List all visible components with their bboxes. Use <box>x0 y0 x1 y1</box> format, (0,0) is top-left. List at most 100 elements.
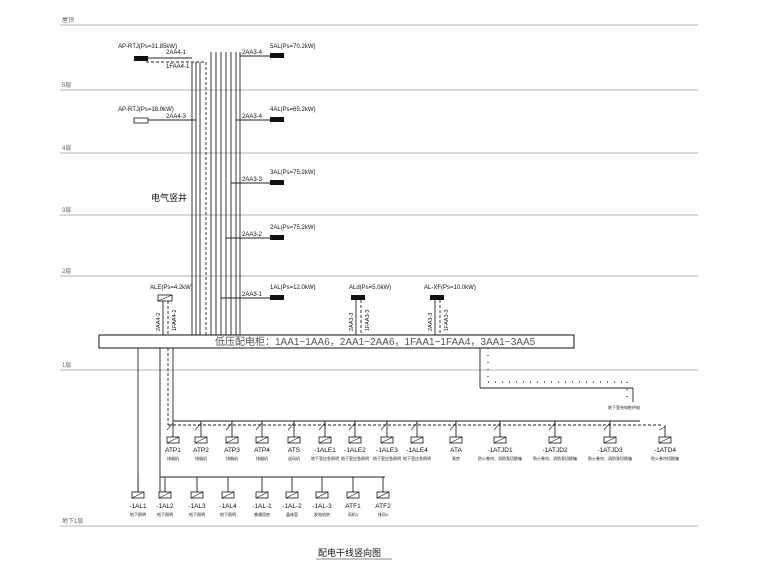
basement-box-sub: 防火卷帘、消防泵切换箱 <box>478 455 522 461</box>
panel-2al-label: 2AL(Ps=75.2kW) <box>270 225 316 231</box>
basement-box-label: -1ALE2 <box>344 447 366 454</box>
basement-row-2: -1AL1地下照明-1AL2地下照明-1AL3地下照明-1AL4地下照明-1AL… <box>129 477 391 517</box>
basement-box-sub: 防火卷帘、消防泵切换箱 <box>533 455 577 461</box>
vertical-risers <box>191 52 241 335</box>
basement-box-sub: 地下照明 <box>157 511 173 517</box>
basement-box-sub: 地下照明 <box>130 511 146 517</box>
panel-ap-rtj-5f <box>134 56 148 61</box>
basement-box-sub: 地下照明 <box>189 511 205 517</box>
panel-3al <box>270 180 284 185</box>
basement-row-1: ATP1排烟机ATP2排烟机ATP3排烟机ATP4排烟机ATS送风机-1ALE1… <box>165 421 679 461</box>
basement-box-sub: 晶体室 <box>286 511 298 517</box>
basement-box-sub: 排烟机 <box>167 455 179 461</box>
feeder-5al: 2AA3-4 <box>242 50 263 56</box>
basement-box-label: -1AL-2 <box>282 503 302 510</box>
panel-ap-rtj-5f-label: AP-RTJ(Ps=31.85kW) <box>118 44 177 50</box>
panel-al-xf-label: AL-XF(Ps=10.0kW) <box>424 285 476 291</box>
panel-2al <box>270 235 284 240</box>
panel-al-xf <box>430 295 444 300</box>
first-floor-panels: ALE(Ps=4.2kW) 2AA4-2 1FAA4-2 ALd(Ps=5.0k… <box>150 285 476 335</box>
panel-1al <box>270 295 284 300</box>
basement-box-sub: 地下室应急照明 <box>373 455 401 461</box>
basement-box-sub: 地下照明 <box>220 511 236 517</box>
basement-box-label: -1ATJD3 <box>597 447 623 454</box>
basement-box-label: -1ALE4 <box>406 447 428 454</box>
basement-box-sub: 防火卷帘、消防泵切换箱 <box>588 455 632 461</box>
basement-box-label: ATP4 <box>254 447 270 454</box>
panel-ap-rtj-4f <box>133 117 149 124</box>
main-panel-label: 低压配电柜：1AA1~1AA6，2AA1~2AA6，1FAA1~1FAA4，3A… <box>215 335 536 348</box>
basement-box-sub: 发电机房 <box>314 511 330 517</box>
shaft-label: 电气竖井 <box>151 192 187 203</box>
main-panel-box <box>98 334 575 349</box>
feeder-4al: 2AA3-4 <box>242 114 263 120</box>
basement-box-sub: 防火卷帘切换箱 <box>651 455 679 461</box>
floor-label-5: 5层 <box>62 82 71 89</box>
basement-box-sub: 排风2 <box>378 511 389 517</box>
feeder-3al: 2AA3-3 <box>242 177 263 183</box>
left-upper-panels: AP-RTJ(Ps=31.85kW) 2AA4-1 1FAA4-1 AP-RTJ… <box>118 44 206 203</box>
basement-box-label: ATF2 <box>375 503 391 510</box>
floor-label-4: 4层 <box>62 145 71 152</box>
floor-label-1: 1层 <box>62 362 71 369</box>
panel-ald <box>351 295 365 300</box>
floor-lines <box>60 24 698 527</box>
panel-5al <box>270 53 284 58</box>
basement-box-sub: 地下室应急照明 <box>341 455 369 461</box>
floor-label-3: 3层 <box>62 207 71 214</box>
main-panel: 低压配电柜：1AA1~1AA6，2AA1~2AA6，1FAA1~1FAA4，3A… <box>98 334 575 349</box>
basement-box-label: -1ATD4 <box>654 447 676 454</box>
floor-label-b1: 地下1层 <box>62 517 83 525</box>
basement-box-sub: 送风机 <box>288 455 300 461</box>
feeder-ale-1: 2AA4-2 <box>156 313 162 331</box>
feeder-1al: 2AA3-1 <box>242 292 263 298</box>
feeder-ald-2: 1FAA3-3 <box>365 310 371 331</box>
feeder-ale-2: 1FAA4-2 <box>172 310 178 331</box>
basement-box-sub: 排烟机 <box>226 455 238 461</box>
basement-box-sub: 地下室应急照明 <box>311 455 339 461</box>
basement-box-label: ATP2 <box>193 447 209 454</box>
panel-3al-label: 3AL(Ps=75.2kW) <box>270 170 316 176</box>
feeder-1faa4-1: 1FAA4-1 <box>166 64 190 70</box>
basement-box-label: -1AL3 <box>188 503 206 510</box>
basement-box-label: ATP3 <box>224 447 240 454</box>
basement-box-label: -1ALE1 <box>314 447 336 454</box>
basement-box-sub: 排烟机 <box>195 455 207 461</box>
basement-box-label: -1ATJD1 <box>487 447 513 454</box>
basement-box-label: -1AL4 <box>219 503 237 510</box>
basement-box-sub: 风机1 <box>348 511 359 517</box>
panel-ale-label: ALE(Ps=4.2kW) <box>150 285 193 291</box>
diagram-title: 配电干线竖向图 <box>318 547 381 558</box>
feeder-ald-1: 2AA3-3 <box>349 313 355 331</box>
floor-labels: 屋顶 5层 4层 3层 2层 1层 地下1层 <box>62 17 83 525</box>
feeder-al-xf-2: 1FAA3-3 <box>444 310 450 331</box>
upper-panels: 5AL(Ps=70.2kW) 2AA3-4 4AL(Ps=65.2kW) 2AA… <box>221 44 316 300</box>
charging-feeder: 地下室充电桩供电 <box>479 348 640 410</box>
panel-1al-label: 1AL(Ps=12.0kW) <box>270 285 316 291</box>
basement-box-label: -1AL-3 <box>312 503 332 510</box>
charging-label: 地下室充电桩供电 <box>608 404 640 410</box>
basement-box-label: -1ALE3 <box>376 447 398 454</box>
basement-box-label: ATA <box>450 447 462 454</box>
